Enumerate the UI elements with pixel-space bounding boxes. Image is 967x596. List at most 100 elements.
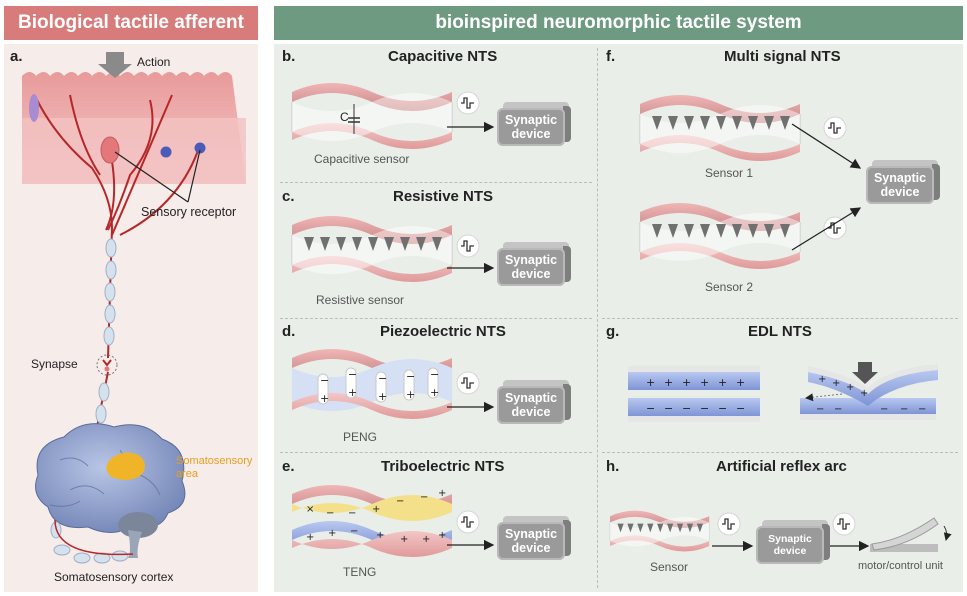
cerebellum [118, 512, 158, 538]
right-header: bioinspired neuromorphic tactile system [274, 6, 963, 40]
panel-d-letter: d. [282, 323, 296, 340]
svg-text:−: − [350, 526, 358, 537]
device-h-line1: Synaptic [768, 533, 812, 545]
panel-d-title: Piezoelectric NTS [380, 323, 506, 340]
svg-text:−: − [348, 508, 356, 519]
press-arrow-icon [852, 362, 878, 384]
pulse-icon-h2 [832, 512, 856, 536]
device-c-line1: Synaptic [504, 253, 558, 267]
svg-text:+: + [422, 534, 430, 545]
device-b-line1: Synaptic [504, 113, 558, 127]
svg-text:+: + [430, 386, 439, 399]
svg-text:−: − [326, 508, 334, 519]
receptor-lamellar [29, 94, 39, 122]
svg-text:−: − [880, 404, 888, 415]
device-e-line1: Synaptic [504, 527, 558, 541]
right-header-title: bioinspired neuromorphic tactile system [435, 12, 802, 33]
svg-text:−: − [320, 374, 329, 387]
sensor1-label: Sensor 1 [705, 166, 754, 180]
pulse-icon-e [456, 510, 480, 534]
svg-text:+: + [328, 528, 336, 539]
device-d-line1: Synaptic [504, 391, 558, 405]
brain-icon [35, 423, 186, 533]
somatosensory-area-label-line1: Somatosensory [176, 455, 253, 467]
receptor-blue-1 [160, 146, 172, 158]
svg-text:+: + [438, 488, 446, 499]
svg-text:−: − [700, 402, 709, 415]
divider-f-g [602, 318, 958, 319]
panel-f-letter: f. [606, 48, 616, 65]
svg-text:+: + [646, 376, 655, 389]
svg-text:+: + [832, 378, 840, 389]
svg-text:+: + [372, 504, 380, 515]
panel-a-letter: a. [10, 48, 23, 65]
svg-text:+: + [306, 532, 314, 543]
capacitive-sensor-icon [291, 82, 453, 150]
divider-g-h [602, 452, 958, 453]
svg-text:×: × [306, 504, 314, 515]
brainstem [128, 530, 142, 558]
reflex-sensor-icon [609, 510, 710, 552]
svg-text:+: + [378, 390, 387, 403]
capacitor-c-label: C [340, 110, 349, 124]
column-divider [597, 48, 598, 588]
panel-e-letter: e. [282, 458, 295, 475]
sensor1-icon [639, 94, 801, 162]
device-e-line2: device [511, 541, 551, 555]
svg-text:−: − [834, 404, 842, 415]
left-header: Biological tactile afferent [4, 6, 258, 40]
svg-text:−: − [396, 496, 404, 507]
divider-d-e [280, 452, 592, 453]
svg-text:+: + [718, 376, 727, 389]
svg-text:−: − [378, 372, 387, 385]
panel-c-letter: c. [282, 188, 295, 205]
svg-text:−: − [736, 402, 745, 415]
peng-label: PENG [343, 430, 378, 444]
teng-label: TENG [343, 565, 377, 579]
edl-flat-icon: ++++++ −−−−−− [628, 366, 760, 422]
synapse-marker [96, 354, 118, 376]
resistive-sensor-label: Resistive sensor [316, 293, 405, 307]
piezoelectric-sensor-icon: −+ −+ −+ −+ −+ [292, 349, 452, 419]
panel-b-letter: b. [282, 48, 296, 65]
svg-text:+: + [682, 376, 691, 389]
device-c-line2: device [511, 267, 551, 281]
panel-h-title: Artificial reflex arc [716, 458, 847, 475]
panel-g-title: EDL NTS [748, 323, 812, 340]
panel-b-title: Capacitive NTS [388, 48, 498, 65]
svg-text:+: + [406, 388, 415, 401]
triboelectric-sensor-icon: ×−−+−−+ ++−++++ [292, 485, 452, 557]
svg-text:−: − [420, 492, 428, 503]
motor-control-unit-label: motor/control unit [858, 560, 943, 572]
capacitive-sensor-label: Capacitive sensor [314, 152, 410, 166]
somatosensory-cortex-label: Somatosensory cortex [54, 570, 174, 584]
axon-beads [91, 238, 117, 446]
device-d-line2: device [511, 405, 551, 419]
svg-text:−: − [348, 368, 357, 381]
action-arrow-icon [98, 52, 132, 78]
svg-text:−: − [900, 404, 908, 415]
receptor-pacinian [100, 136, 120, 164]
edl-pressed-icon: ++++ −−−−− [800, 362, 938, 420]
svg-text:+: + [400, 534, 408, 545]
pulse-icon-d [456, 371, 480, 395]
panel-g-letter: g. [606, 323, 620, 340]
svg-text:−: − [406, 370, 415, 383]
sensor2-icon [639, 202, 801, 270]
svg-text:+: + [736, 376, 745, 389]
action-label: Action [137, 55, 171, 69]
resistive-sensor-icon [291, 215, 453, 283]
svg-text:−: − [430, 368, 439, 381]
device-f-line2: device [880, 185, 920, 199]
svg-text:+: + [846, 382, 854, 393]
svg-text:+: + [700, 376, 709, 389]
pulse-icon-f1 [823, 116, 847, 140]
device-b-line2: device [511, 127, 551, 141]
